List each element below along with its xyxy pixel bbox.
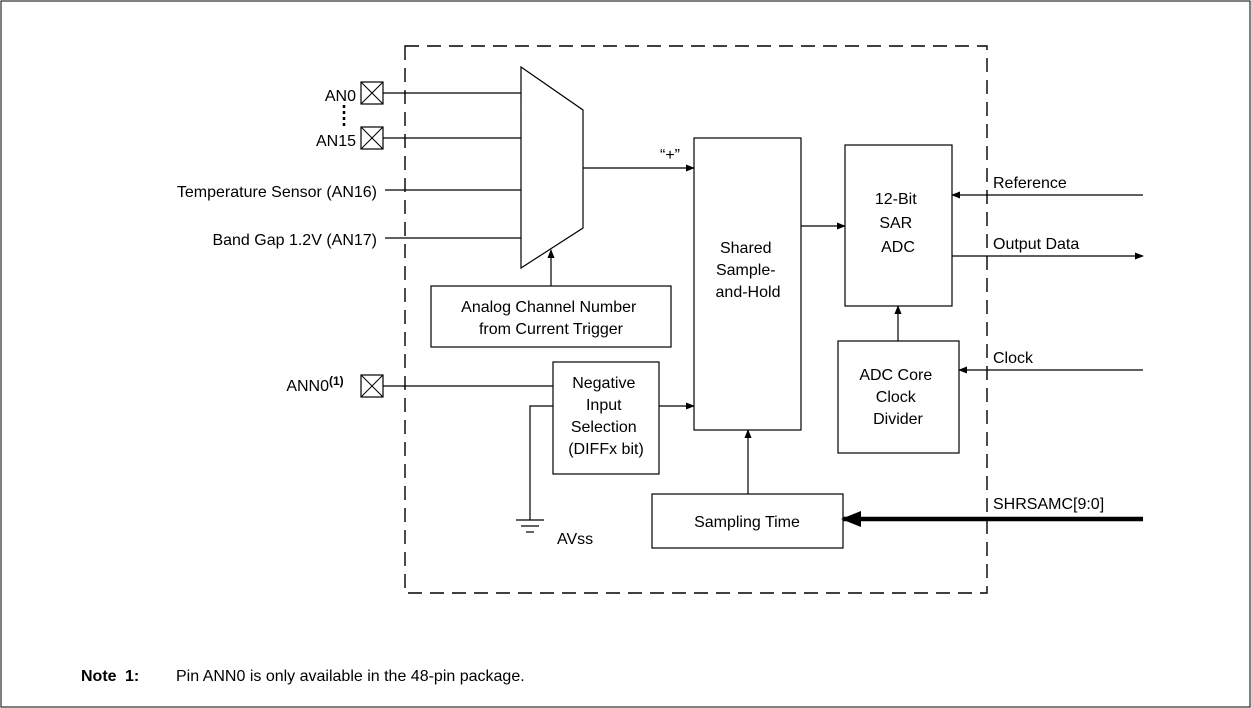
note-number: 1:: [125, 668, 139, 685]
pin-an15-label: AN15: [316, 133, 356, 150]
note-text: Pin ANN0 is only available in the 48-pin…: [176, 668, 525, 685]
temperature-sensor-label: Temperature Sensor (AN16): [177, 184, 377, 201]
negative-input-selection-block: [552, 361, 660, 475]
sar-adc-block: [844, 144, 953, 307]
shared-sample-and-hold-text: Shared Sample- and-Hold: [716, 240, 781, 301]
clock-divider-block: [837, 340, 960, 454]
pin-an0: AN0: [325, 81, 384, 105]
avss-line: [529, 405, 553, 520]
pin-ann0-label: ANN0: [286, 378, 329, 395]
output-data-label: Output Data: [993, 236, 1079, 253]
pin-an0-label: AN0: [325, 88, 356, 105]
analog-channel-number-text: Analog Channel Number from Current Trigg…: [461, 299, 641, 338]
note-label: Note: [81, 668, 117, 685]
pin-an15: AN15: [316, 126, 384, 150]
sampling-time-text: Sampling Time: [694, 514, 800, 531]
mux-input-lines: [383, 92, 521, 239]
positive-input-label: “+”: [660, 147, 680, 164]
band-gap-label: Band Gap 1.2V (AN17): [212, 232, 377, 249]
adc-module-boundary: [404, 45, 988, 594]
clock-divider-text: ADC Core Clock Divider: [859, 367, 936, 428]
analog-multiplexer: [520, 65, 584, 270]
shared-sample-and-hold-block: [693, 137, 802, 431]
reference-label: Reference: [993, 175, 1067, 192]
pin-ann0: ANN0 (1): [286, 374, 384, 398]
shrsamc-label: SHRSAMC[9:0]: [993, 496, 1104, 513]
sar-adc-text: 12-Bit SAR ADC: [875, 191, 921, 256]
avss-label: AVss: [557, 531, 593, 548]
clock-label: Clock: [993, 350, 1034, 367]
ground-icon: [516, 519, 544, 533]
negative-input-selection-text: Negative Input Selection (DIFFx bit): [568, 375, 644, 458]
pin-ann0-footnote-marker: (1): [329, 374, 344, 388]
